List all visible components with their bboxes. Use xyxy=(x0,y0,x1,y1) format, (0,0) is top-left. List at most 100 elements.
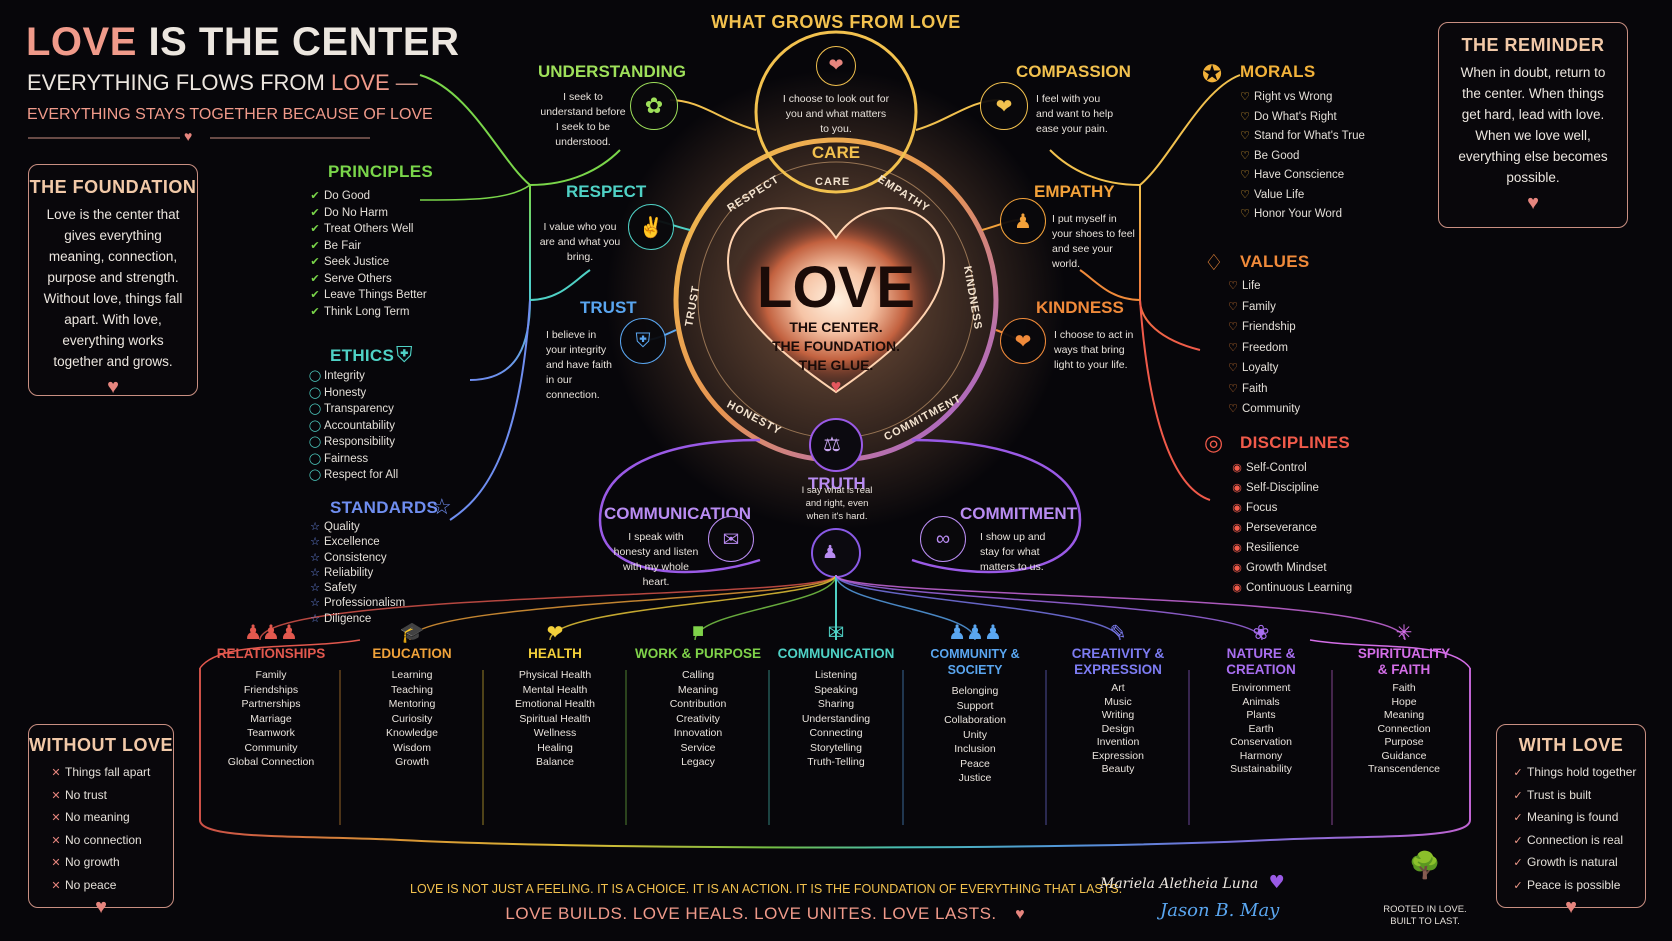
check-leaf-icon: ✔ xyxy=(310,305,320,318)
commitment-title: COMMITMENT xyxy=(960,504,1078,523)
list-item: ◯Honesty xyxy=(306,385,398,402)
heart-bullet-icon: ♡ xyxy=(1240,130,1250,142)
commitment-link-icon: ∞ xyxy=(920,516,966,562)
list-item: Balance xyxy=(536,756,574,768)
rooted-line1: ROOTED IN LOVE. xyxy=(1383,904,1467,915)
list-item: Mentoring xyxy=(388,698,436,710)
empathy-text: I put myself in your shoes to feel and s… xyxy=(1052,213,1135,270)
love-line1: THE CENTER. xyxy=(789,319,883,335)
standards-list: ☆Quality ☆Excellence ☆Consistency ☆Relia… xyxy=(306,520,405,627)
compassion-icon: ❤ xyxy=(980,82,1028,130)
love-line3: THE GLUE. xyxy=(798,357,874,373)
community-people-icon: ♟ xyxy=(822,542,839,562)
list-item: Peace xyxy=(960,757,990,770)
list-item: ♡Do What's Right xyxy=(1236,108,1365,128)
communication-node-title: COMMUNICATION xyxy=(604,504,751,523)
list-item: ♡Stand for What's True xyxy=(1236,127,1365,147)
list-item: ♡Be Good xyxy=(1236,147,1365,167)
list-item: Friendships xyxy=(243,683,299,696)
column-list: Listening Speaking Sharing Understanding… xyxy=(770,668,902,770)
heart-bullet-icon: ♡ xyxy=(1228,280,1238,292)
morals-title: MORALS xyxy=(1240,62,1316,81)
x-icon: ✕ xyxy=(51,879,61,892)
column-creativity-expression: ✎ CREATIVITY & EXPRESSION Art Music Writ… xyxy=(1048,620,1188,775)
list-item: Curiosity xyxy=(391,712,433,725)
love-center: LOVE THE CENTER. THE FOUNDATION. THE GLU… xyxy=(736,258,936,397)
list-item: ♡Right vs Wrong xyxy=(1236,88,1365,108)
list-item: Creativity xyxy=(676,712,720,725)
check-icon: ✓ xyxy=(1513,812,1523,824)
x-icon: ✕ xyxy=(51,857,61,869)
list-item: ☆Diligence xyxy=(306,612,405,627)
rooted-text: ROOTED IN LOVE. BUILT TO LAST. xyxy=(1370,904,1480,928)
list-item: Art xyxy=(1111,682,1125,694)
truth-scale-icon: ⚖ xyxy=(823,434,841,456)
heart-bullet-icon: ♡ xyxy=(1240,188,1250,201)
x-icon: ✕ xyxy=(51,767,61,779)
love-line2: THE FOUNDATION. xyxy=(771,338,901,354)
list-item: Understanding xyxy=(801,712,871,725)
graduation-cap-icon: 🎓 xyxy=(399,622,425,644)
main-title-rest: IS THE CENTER xyxy=(136,20,460,64)
target-bullet-icon: ◉ xyxy=(1232,582,1242,594)
list-item: Design xyxy=(1101,722,1135,735)
list-item: ◯Transparency xyxy=(306,401,398,418)
ring-word-care: CARE xyxy=(815,176,851,188)
foundation-heart-icon: ♥ xyxy=(107,376,119,398)
list-item: Writing xyxy=(1101,709,1135,721)
list-item: Connection xyxy=(1377,722,1431,735)
heart-bullet-icon: ♡ xyxy=(1228,321,1238,333)
list-item: ◯Responsibility xyxy=(306,434,398,451)
heartbeat-icon: ❤ xyxy=(546,622,564,644)
shield-bullet-icon: ◯ xyxy=(308,452,322,465)
shield-bullet-icon: ◯ xyxy=(308,436,322,448)
check-icon: ✓ xyxy=(1513,834,1523,847)
list-item: Purpose xyxy=(1384,736,1424,748)
trust-text: I believe in your integrity and have fai… xyxy=(546,329,612,401)
list-item: ◉Self-Control xyxy=(1228,458,1352,478)
x-icon: ✕ xyxy=(51,812,61,824)
list-item: ◯Integrity xyxy=(306,368,398,385)
respect-handshake-icon: ✌ xyxy=(628,204,674,250)
list-item: Beauty xyxy=(1101,763,1135,775)
subtitle-dash: — xyxy=(389,70,418,95)
list-item: ✕No growth xyxy=(47,852,173,875)
column-list: Learning Teaching Mentoring Curiosity Kn… xyxy=(342,668,482,770)
check-icon: ✓ xyxy=(1513,857,1523,869)
principles-list: ✔Do Good ✔Do No Harm ✔Treat Others Well … xyxy=(306,188,426,320)
list-item: Community xyxy=(244,741,298,754)
list-item: ✕No meaning xyxy=(47,807,173,830)
star-bullet-icon: ☆ xyxy=(310,566,320,579)
list-item: ✓Peace is possible xyxy=(1509,875,1645,898)
list-item: Speaking xyxy=(814,683,858,696)
list-item: Wellness xyxy=(533,727,577,739)
shield-bullet-icon: ◯ xyxy=(308,370,322,382)
list-item: Support xyxy=(956,699,994,712)
list-item: Collaboration xyxy=(944,714,1006,726)
list-item: ✕No peace xyxy=(47,875,173,898)
column-title: HEALTH xyxy=(528,646,582,661)
column-title: COMMUNICATION xyxy=(777,646,895,661)
values-list: ♡Life ♡Family ♡Friendship ♡Freedom ♡Loya… xyxy=(1224,276,1300,420)
list-item: Sharing xyxy=(817,698,855,710)
heart-bullet-icon: ♡ xyxy=(1228,382,1238,395)
understanding-title: UNDERSTANDING xyxy=(538,62,686,81)
communication-speech-icon: ✉ xyxy=(708,516,754,562)
ethics-list: ◯Integrity ◯Honesty ◯Transparency ◯Accou… xyxy=(306,368,398,484)
list-item: ♡Loyalty xyxy=(1224,358,1300,379)
star-bullet-icon: ☆ xyxy=(310,597,320,610)
disciplines-target-icon: ◎ xyxy=(1204,430,1224,455)
list-item: Spiritual Health xyxy=(519,712,591,725)
broken-heart-icon: ♥ xyxy=(95,896,107,918)
footer-heart-icon: ♥ xyxy=(1015,906,1025,923)
list-item: ♡Life xyxy=(1224,276,1300,297)
column-list: Faith Hope Meaning Connection Purpose Gu… xyxy=(1334,682,1474,777)
x-icon: ✕ xyxy=(51,789,61,802)
compassion-text: I feel with you and want to help ease yo… xyxy=(1036,93,1114,135)
understanding-text: I seek to understand before I seek to be… xyxy=(540,91,626,148)
list-item: Calling xyxy=(681,669,715,681)
column-title: NATURE & CREATION xyxy=(1226,646,1296,677)
check-leaf-icon: ✔ xyxy=(310,190,320,202)
check-icon: ✓ xyxy=(1513,767,1523,779)
list-item: ◉Resilience xyxy=(1228,538,1352,558)
